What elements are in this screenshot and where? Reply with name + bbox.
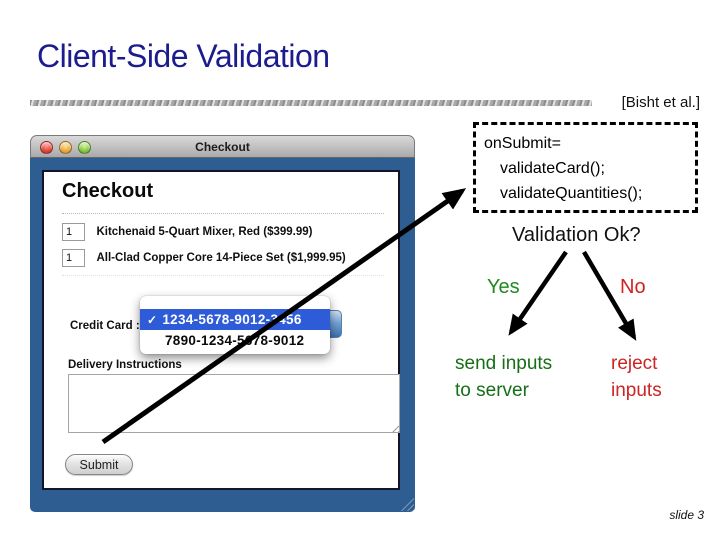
yes-outcome-text: send inputs to server — [455, 350, 552, 404]
window-resize-grip[interactable] — [399, 496, 414, 511]
code-annotation-box: onSubmit= validateCard(); validateQuanti… — [473, 122, 698, 213]
checkout-window: Checkout Checkout Kitchenaid 5-Quart Mix… — [30, 135, 415, 512]
minimize-button-icon[interactable] — [59, 141, 72, 154]
credit-card-label: Credit Card : — [70, 320, 140, 332]
page-title: Client-Side Validation — [37, 38, 330, 74]
card-option-selected[interactable]: ✓ 1234-5678-9012-3456 — [140, 309, 330, 330]
cart-item-row: Kitchenaid 5-Quart Mixer, Red ($399.99) — [62, 223, 312, 241]
card-number: 1234-5678-9012-3456 — [162, 312, 302, 327]
window-frame: Checkout Kitchenaid 5-Quart Mixer, Red (… — [30, 158, 415, 512]
cart-item-row: All-Clad Copper Core 14-Piece Set ($1,99… — [62, 249, 346, 267]
zoom-button-icon[interactable] — [78, 141, 91, 154]
window-title: Checkout — [195, 140, 250, 154]
delivery-instructions-label: Delivery Instructions — [68, 359, 182, 371]
flow-question: Validation Ok? — [512, 224, 641, 246]
close-button-icon[interactable] — [40, 141, 53, 154]
checkout-form: Checkout Kitchenaid 5-Quart Mixer, Red (… — [42, 170, 400, 490]
slide-number: slide 3 — [669, 508, 704, 522]
no-outcome-line: inputs — [611, 380, 662, 401]
no-branch-label: No — [620, 276, 646, 298]
submit-button[interactable]: Submit — [65, 454, 133, 475]
code-line: onSubmit= — [484, 135, 561, 152]
quantity-input[interactable] — [62, 223, 85, 241]
yes-outcome-line: send inputs — [455, 353, 553, 374]
yes-branch-label: Yes — [487, 276, 520, 298]
checkmark-icon: ✓ — [147, 313, 158, 327]
quantity-input[interactable] — [62, 249, 85, 267]
item-label: All-Clad Copper Core 14-Piece Set ($1,99… — [96, 252, 346, 264]
citation: [Bisht et al.] — [618, 93, 703, 112]
card-number: 7890-1234-5678-9012 — [165, 333, 305, 348]
no-outcome-text: reject inputs — [611, 350, 662, 404]
yes-outcome-line: to server — [455, 380, 529, 401]
heading-rule — [62, 213, 384, 214]
window-titlebar[interactable]: Checkout — [30, 135, 415, 158]
code-line: validateQuantities(); — [500, 185, 643, 202]
card-popup-menu: ✓ 1234-5678-9012-3456 7890-1234-5678-9012 — [140, 296, 330, 354]
checkout-heading: Checkout — [62, 180, 154, 202]
items-rule — [62, 275, 384, 276]
title-divider — [30, 100, 592, 106]
card-option[interactable]: 7890-1234-5678-9012 — [140, 330, 330, 351]
no-outcome-line: reject — [611, 353, 658, 374]
code-line: validateCard(); — [500, 160, 605, 177]
delivery-instructions-textarea[interactable] — [68, 374, 400, 433]
item-label: Kitchenaid 5-Quart Mixer, Red ($399.99) — [96, 226, 313, 238]
